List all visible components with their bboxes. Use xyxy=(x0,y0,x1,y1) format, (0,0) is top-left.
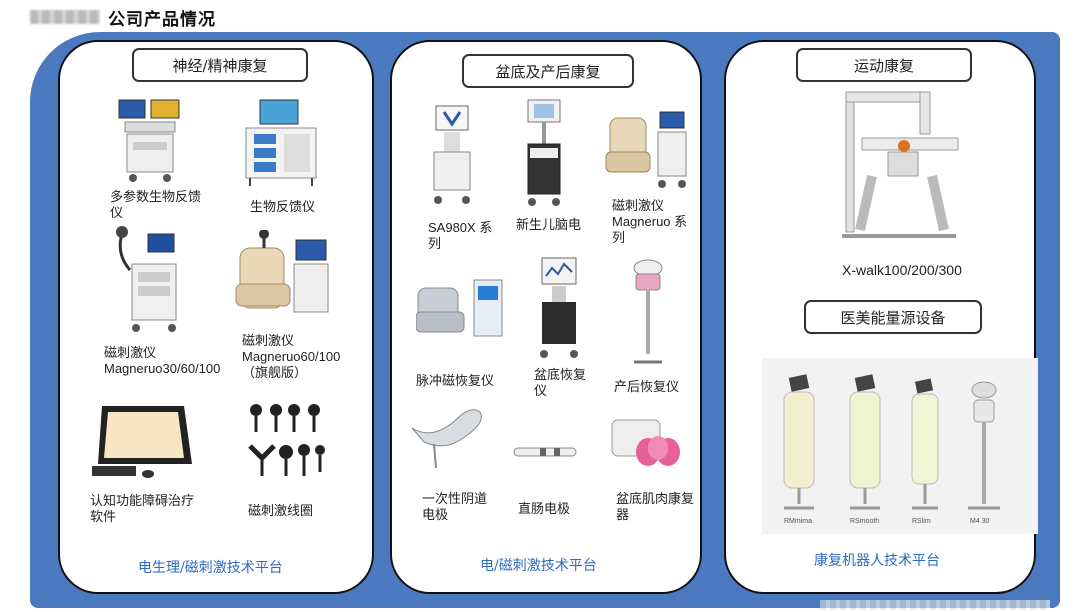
computer-monitor-icon xyxy=(88,404,194,488)
item-caption: 盆底恢复仪 xyxy=(534,368,587,399)
item-caption: 生物反馈仪 xyxy=(250,200,316,215)
biofeedback-cart-icon xyxy=(115,98,185,186)
coils-icon xyxy=(246,402,326,482)
device-label: RMmima xyxy=(784,518,812,525)
item-caption: 盆底肌肉康复器 xyxy=(616,492,695,523)
probe-icon xyxy=(406,402,486,474)
item-caption: 磁刺激仪 Magneruo60/100（旗舰版） xyxy=(242,333,341,380)
xwalk-robot-icon xyxy=(832,90,962,244)
item-caption: 脉冲磁恢复仪 xyxy=(416,374,495,389)
panel-sports: 运动康复 X-walk100/200/300 医美能量源设备 xyxy=(724,40,1038,594)
magnetic-chair-icon xyxy=(234,230,334,326)
pulse-magnetic-icon xyxy=(416,278,506,344)
panel-subtitle: 医美能量源设备 xyxy=(840,308,946,327)
item-caption: 磁刺激仪 Magneruo30/60/100 xyxy=(104,345,221,376)
panel-title-box: 神经/精神康复 xyxy=(132,48,308,82)
item-caption: SA980X 系列 xyxy=(428,220,493,251)
device-label: M4 30 xyxy=(970,518,990,525)
magnetic-stimulator-cart-icon xyxy=(112,224,182,338)
item-caption: 多参数生物反馈仪 xyxy=(110,190,202,221)
panel-footer: 电/磁刺激技术平台 xyxy=(480,558,597,574)
page-header: 公司产品情况 xyxy=(30,6,216,30)
panel-neuro: 神经/精神康复 多参数生物反馈仪 生物反馈仪 xyxy=(58,40,374,594)
page-title: 公司产品情况 xyxy=(108,9,216,30)
item-caption: 新生儿脑电 xyxy=(516,218,582,233)
aesthetic-devices-image: RMmima RSmooth RSlim M4 30 xyxy=(762,358,1038,534)
item-caption: 产后恢复仪 xyxy=(614,380,680,395)
device-label: RSlim xyxy=(912,518,931,525)
biofeedback-desk-icon xyxy=(240,98,322,188)
subtitle-box: 医美能量源设备 xyxy=(804,300,982,334)
panel-footer: 电生理/磁刺激技术平台 xyxy=(138,560,283,576)
blurred-logo xyxy=(30,10,100,24)
panel-pelvic: 盆底及产后康复 SA980X 系列 新生儿脑电 磁刺激仪 xyxy=(390,40,702,594)
neonatal-eeg-icon xyxy=(520,98,568,212)
rectal-electrode-icon xyxy=(508,440,582,464)
postpartum-stand-icon xyxy=(628,258,668,368)
panel-title: 神经/精神康复 xyxy=(172,56,268,75)
item-caption: X-walk100/200/300 xyxy=(842,262,962,278)
blurred-watermark xyxy=(820,600,1050,610)
magnetic-chair-small-icon xyxy=(604,108,688,192)
item-caption: 认知功能障碍治疗软件 xyxy=(90,494,195,525)
item-caption: 一次性阴道电极 xyxy=(422,492,488,523)
pelvic-cart-icon xyxy=(534,256,584,362)
item-caption: 磁刺激线圈 xyxy=(248,504,314,519)
panel-title-box: 运动康复 xyxy=(796,48,972,82)
muscle-trainer-icon xyxy=(608,418,684,474)
panel-footer: 康复机器人技术平台 xyxy=(814,553,940,569)
sa980x-cart-icon xyxy=(426,104,478,208)
item-caption: 直肠电极 xyxy=(518,502,571,517)
device-label: RSmooth xyxy=(850,518,880,525)
panel-title-box: 盆底及产后康复 xyxy=(462,54,634,88)
panel-title: 运动康复 xyxy=(853,56,914,75)
item-caption: 磁刺激仪 Magneruo 系列 xyxy=(612,198,688,245)
panel-title: 盆底及产后康复 xyxy=(495,62,601,81)
